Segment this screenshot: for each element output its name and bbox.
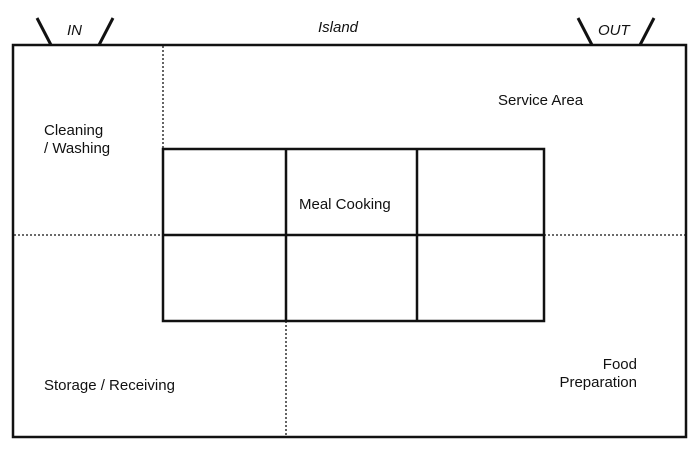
storage-receiving-label: Storage / Receiving: [44, 377, 175, 394]
kitchen-outline: [11, 43, 688, 439]
cleaning-line-2: / Washing: [44, 140, 111, 157]
out-door-left-stroke: [576, 17, 594, 46]
in-door-label: IN: [67, 22, 82, 39]
food-line-1: Food: [602, 356, 637, 373]
cleaning-line-1: Cleaning: [44, 122, 104, 139]
in-door-right-stroke: [97, 17, 115, 46]
cleaning-washing-label: Cleaning / Washing: [44, 122, 110, 158]
in-door-left-stroke: [35, 17, 53, 46]
island-label: Island: [318, 19, 359, 36]
meal-cooking-label: Meal Cooking: [299, 196, 391, 213]
out-door-right-stroke: [638, 17, 656, 46]
out-door-label: OUT: [598, 22, 630, 39]
service-area-label: Service Area: [498, 92, 584, 109]
food-line-2: Preparation: [559, 374, 637, 391]
island-grid: [161, 147, 546, 323]
food-preparation-label: Food Preparation: [548, 356, 637, 392]
